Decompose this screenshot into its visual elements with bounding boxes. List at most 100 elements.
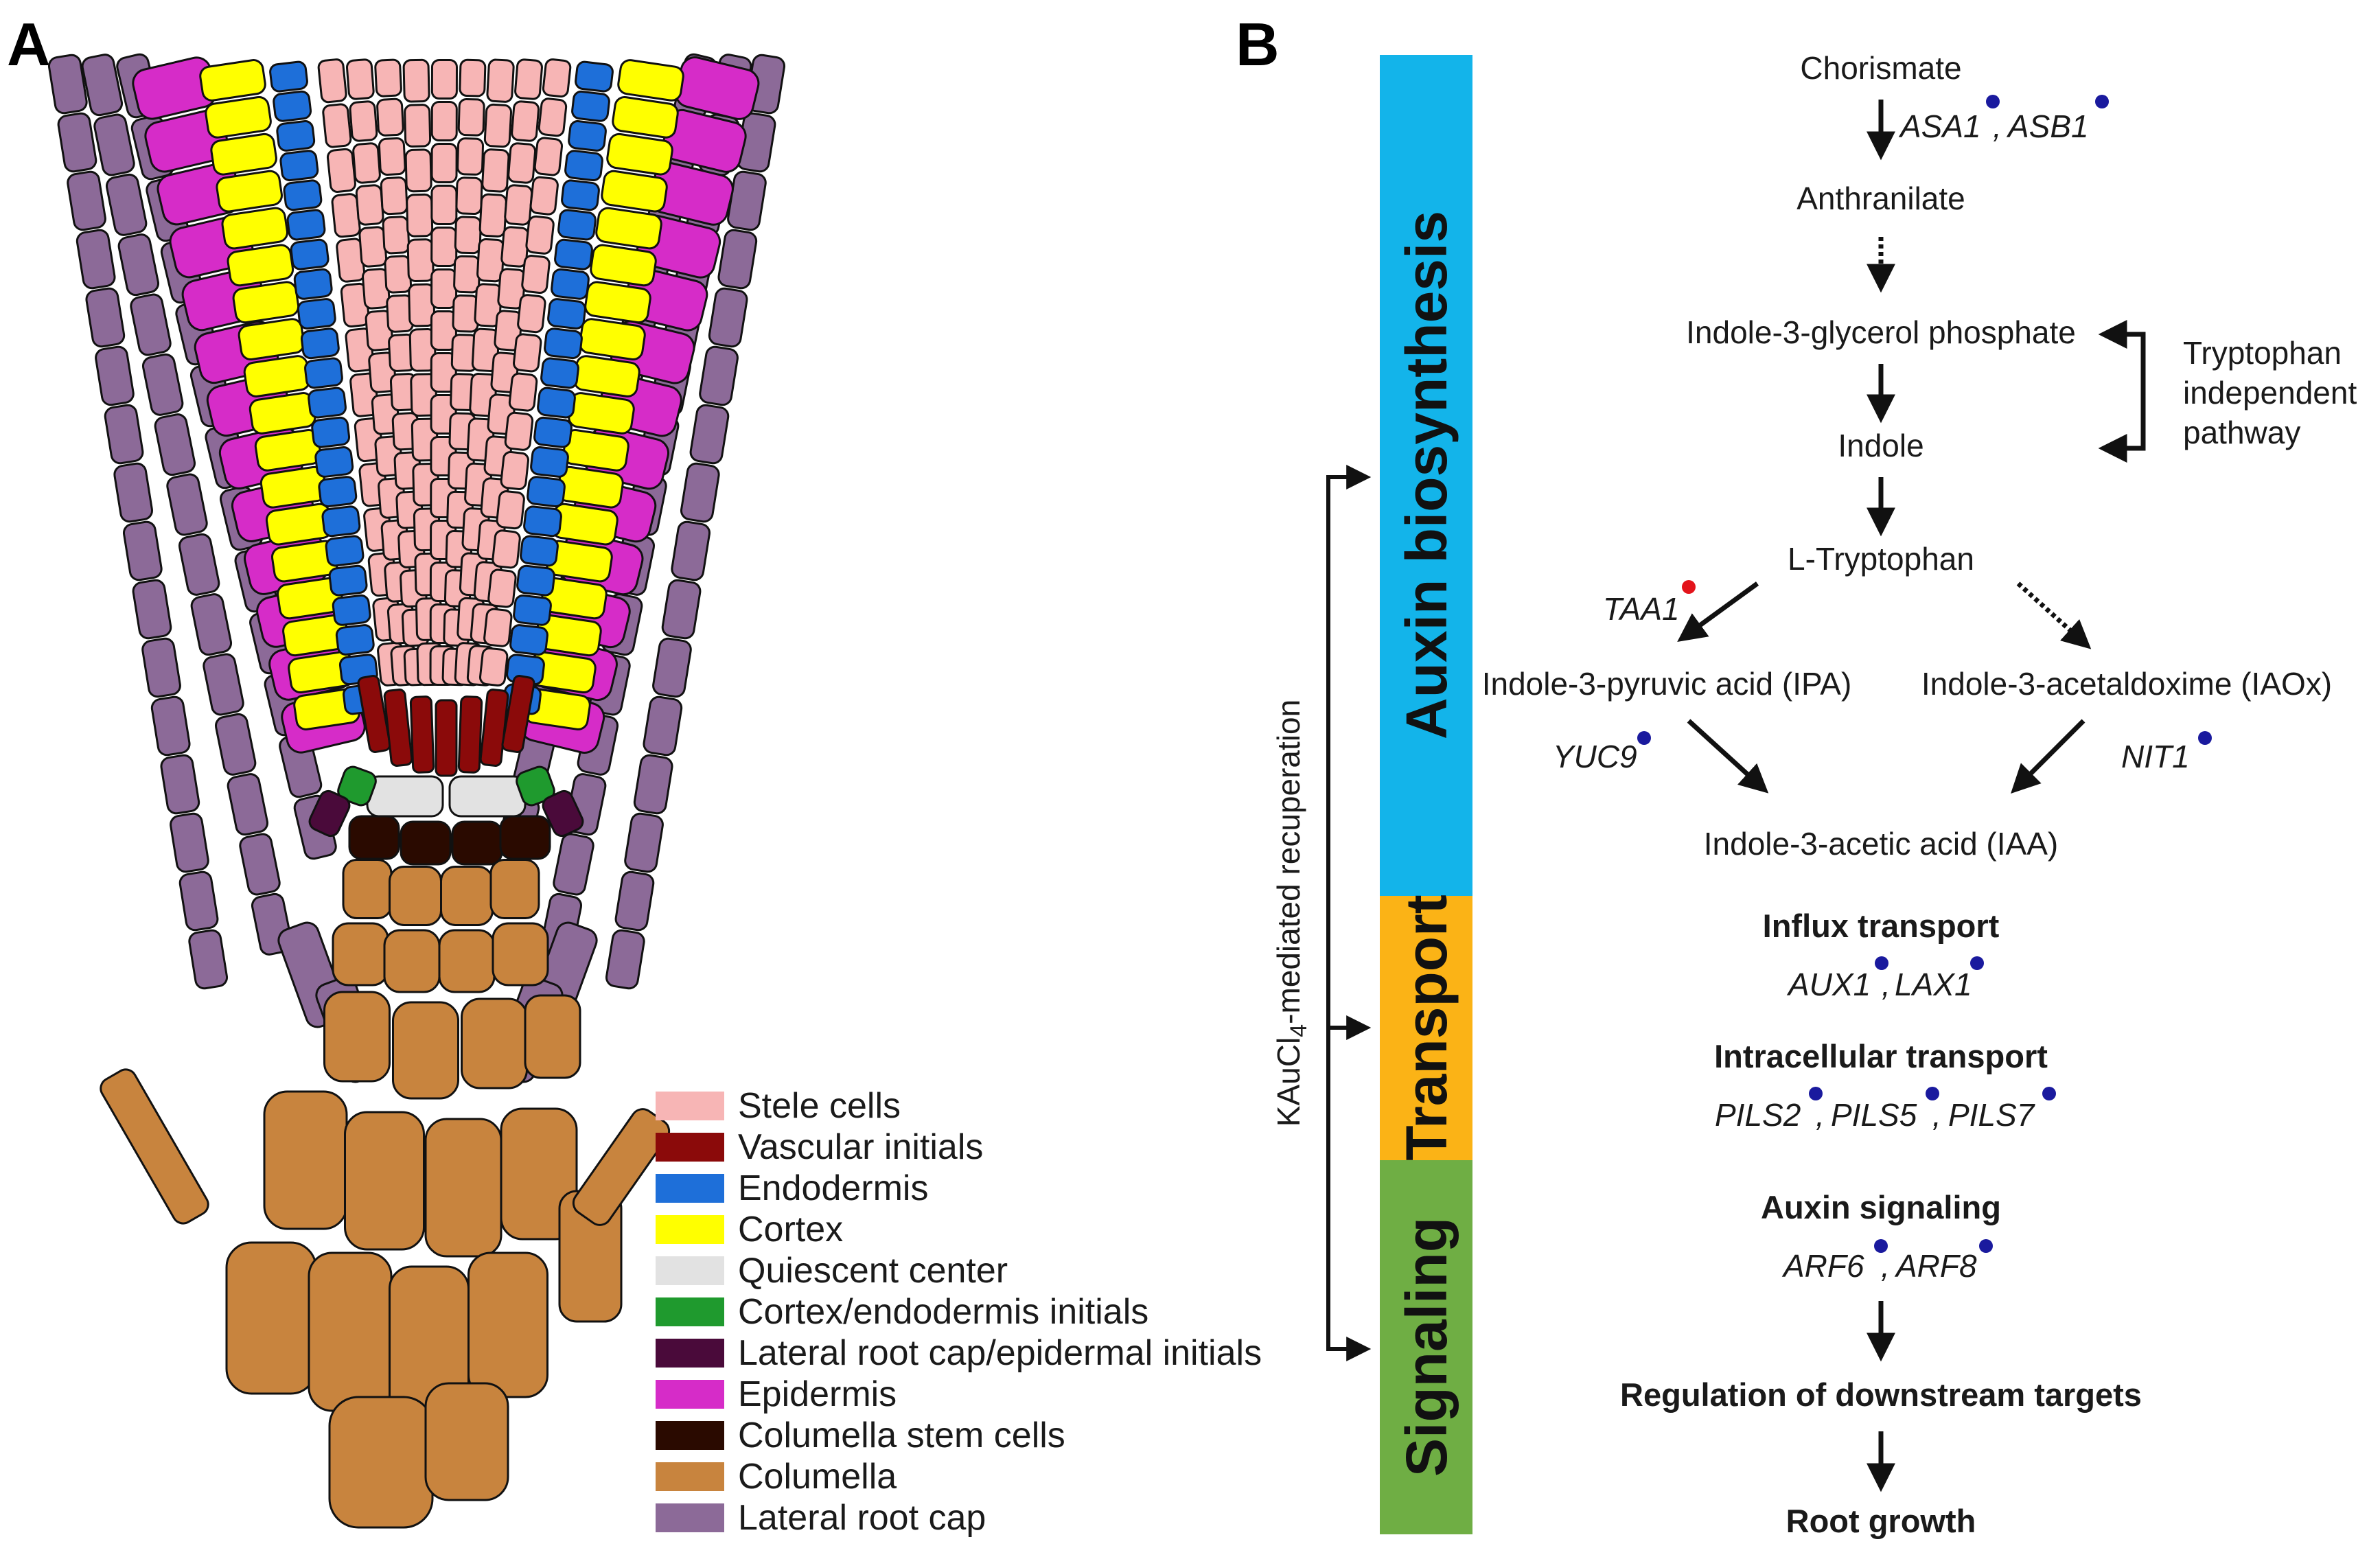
stele-cell [483, 103, 513, 148]
lateral-root-cap-cell [203, 653, 244, 716]
stele-cell [406, 193, 434, 238]
legend-swatch [656, 1174, 724, 1203]
lateral-root-cap-cell [160, 754, 200, 815]
endodermis-cell [314, 446, 354, 478]
lateral-root-cap-cell [178, 533, 220, 596]
cortex-cell [612, 95, 679, 139]
endodermis-cell [332, 594, 371, 626]
node-iaa: Indole-3-acetic acid (IAA) [1704, 826, 2058, 862]
legend-label: Columella stem cells [738, 1416, 1065, 1455]
cortex-cell [199, 59, 266, 102]
node-l-tryptophan: L-Tryptophan [1788, 541, 1974, 577]
lateral-root-cap-cell [150, 695, 191, 757]
gene-yuc9: YUC9 [1553, 739, 1637, 774]
stele-cell [494, 310, 523, 351]
stele-cell [529, 176, 559, 216]
legend-label: Stele cells [738, 1086, 901, 1126]
legend-swatch [656, 1339, 724, 1368]
columella-cell [461, 997, 528, 1089]
stele-cells [317, 58, 572, 687]
endodermis-cell [325, 535, 365, 567]
endodermis-cell [286, 209, 326, 241]
stele-cell [430, 351, 457, 393]
cortex-cell [595, 207, 662, 250]
columella-cell [308, 1251, 393, 1412]
marker-arf6 [1874, 1239, 1888, 1253]
stele-cell [322, 103, 352, 148]
columella-stem-cell [499, 815, 551, 860]
stele-cell [521, 255, 551, 295]
columella-cell [489, 859, 540, 919]
panel-b-label: B [1236, 10, 1280, 78]
lateral-root-cap-cell [113, 462, 154, 523]
marker-pils2 [1809, 1087, 1823, 1100]
gene-pils5: PILS5 [1831, 1097, 1917, 1133]
legend-label: Cortex/endodermis initials [738, 1292, 1148, 1332]
endodermis-cell [575, 60, 614, 93]
endodermis-cell [276, 120, 316, 152]
stele-cell [457, 137, 485, 176]
legend-label: Columella [738, 1457, 897, 1497]
legend-swatch [656, 1215, 724, 1244]
lateral-root-cap-cell [661, 579, 702, 640]
stele-cell [504, 411, 534, 451]
endodermis-cell [527, 476, 566, 508]
lateral-root-cap-cell [239, 833, 281, 896]
stele-cell [459, 58, 487, 97]
recuperation-bracket [1326, 465, 1372, 1361]
endodermis-cell [318, 476, 358, 508]
endodermis-cell [551, 268, 590, 300]
endodermis-cell [540, 357, 579, 389]
lateral-root-cap-cell [95, 345, 135, 406]
node-indole-3-glycerol-phosphate: Indole-3-glycerol phosphate [1686, 314, 2076, 350]
band-label-auxin-biosynthesis: Auxin biosynthesis [1394, 211, 1459, 739]
marker-nit1 [2198, 731, 2212, 745]
endodermis-cell [523, 505, 562, 538]
columella-cell [100, 1068, 209, 1225]
lateral-root-cap-cell [122, 520, 163, 581]
endodermis-cell [283, 179, 323, 211]
endodermis-cell [533, 416, 573, 448]
endodermis-cell [335, 624, 375, 656]
cortex-endodermis-initial-cell [516, 765, 555, 807]
vascular-initial-cell [479, 689, 509, 767]
lateral-root-cap-cell [717, 229, 758, 290]
columella-cell [342, 859, 393, 919]
lateral-root-cap-cell [130, 293, 172, 356]
stele-cell [430, 100, 458, 142]
gene-arf6: ARF6 [1781, 1248, 1864, 1284]
cortex-cell [584, 281, 651, 324]
stele-cell [455, 176, 483, 215]
columella-cells [100, 859, 671, 1529]
lateral-root-cap-cell [141, 353, 184, 416]
legend-label: Epidermis [738, 1374, 897, 1414]
node-indole: Indole [1838, 428, 1923, 463]
stele-cell [514, 58, 543, 100]
gene-taa1: TAA1 [1603, 591, 1680, 627]
band-transport [1380, 896, 1472, 1160]
marker-yuc9 [1637, 731, 1651, 745]
cortex-cell [590, 244, 657, 287]
gene-arf8: ARF8 [1894, 1248, 1977, 1284]
endodermis-cell [290, 238, 330, 270]
columella-cell [500, 1107, 578, 1241]
stele-cell [430, 58, 458, 100]
stele-cell [511, 100, 540, 142]
stele-cell [374, 58, 402, 97]
legend-swatch [656, 1503, 724, 1532]
columella-cell [383, 929, 441, 993]
lateral-root-cap-cell [166, 473, 208, 536]
stele-cell [487, 568, 517, 608]
marker-aux1 [1875, 956, 1888, 970]
endodermis-cell [513, 594, 552, 626]
endodermis-cell [554, 238, 593, 270]
endodermis-cell [293, 268, 333, 300]
lateral-root-cap-cell [170, 812, 209, 873]
stele-cell [430, 226, 458, 268]
lateral-root-cap-cell [76, 229, 116, 290]
stele-cell [517, 294, 546, 334]
legend-swatch [656, 1092, 724, 1120]
lateral-root-cap-cell [104, 404, 144, 465]
